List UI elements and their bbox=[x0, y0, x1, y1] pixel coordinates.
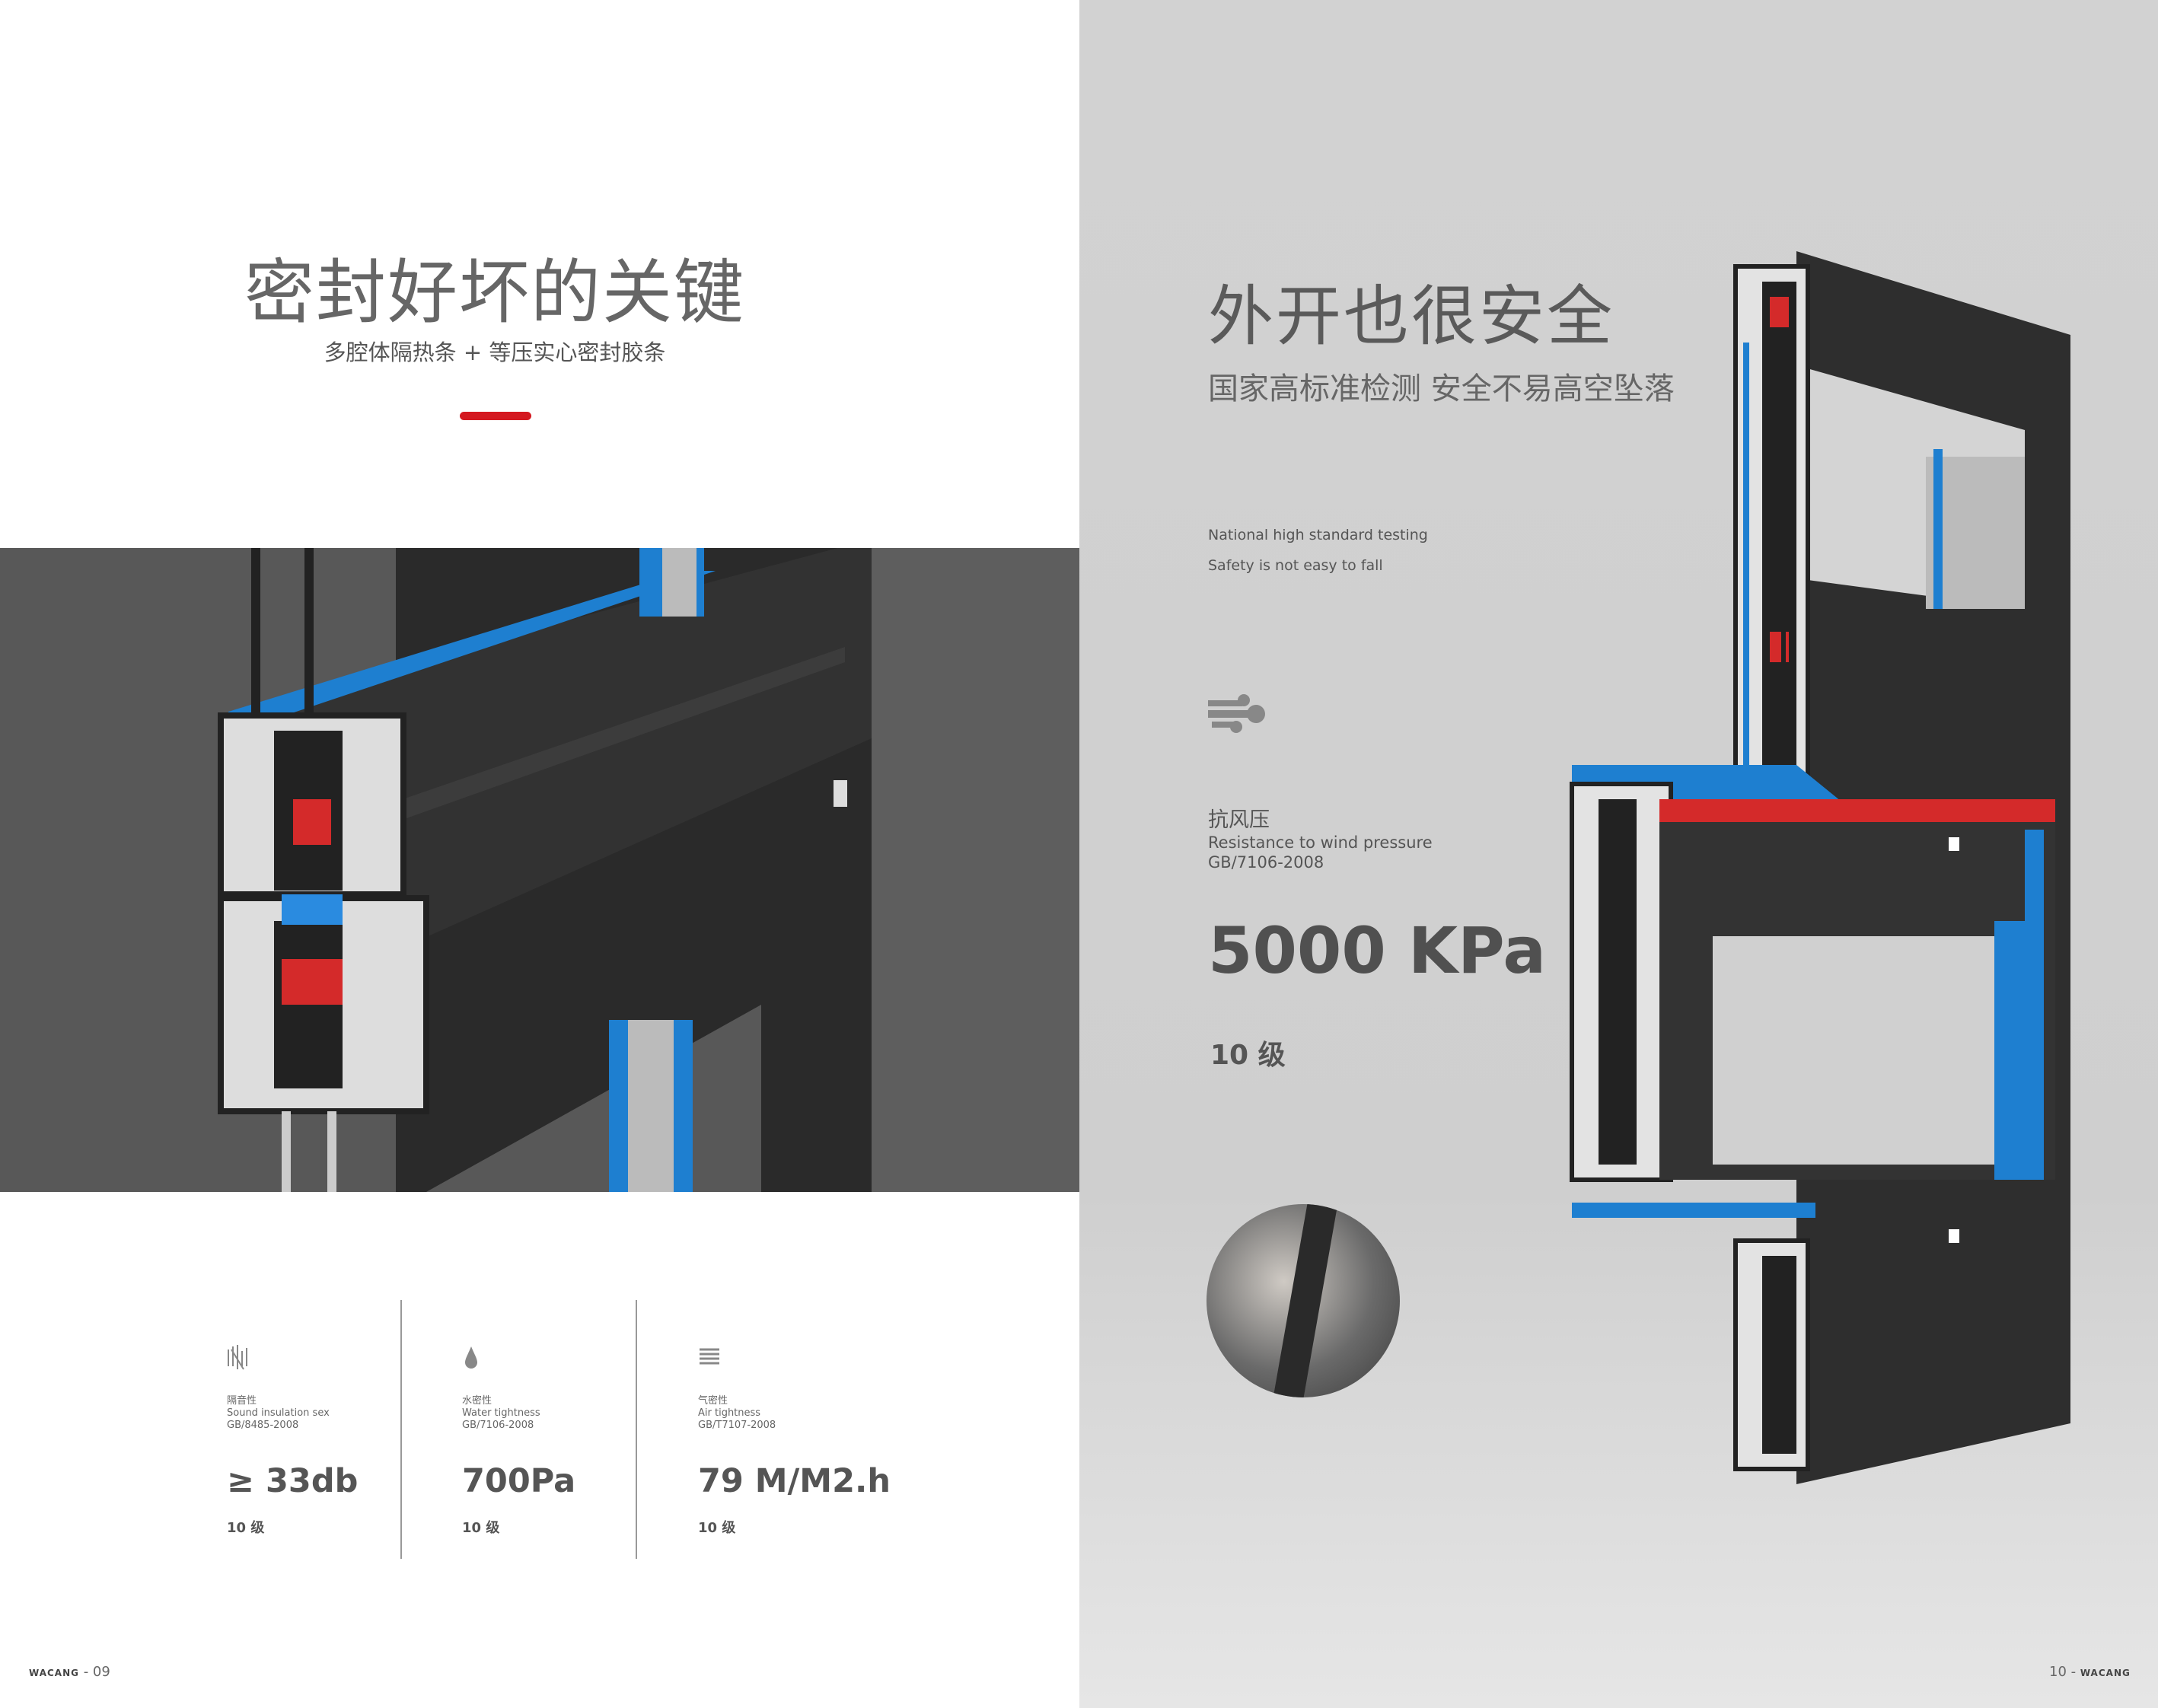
english-line-2: Safety is not easy to fall bbox=[1208, 557, 1383, 574]
page-footer-right: 10 - WACANG bbox=[2049, 1664, 2131, 1680]
wind-standard: GB/7106-2008 bbox=[1208, 853, 1324, 872]
sound-wave-icon bbox=[228, 1345, 247, 1370]
spec-label-en: Water tightness bbox=[462, 1407, 540, 1419]
profile-section-image bbox=[0, 548, 1079, 1192]
spec-grade: 10 级 bbox=[227, 1520, 265, 1536]
spec-value: ≥ 33db bbox=[227, 1462, 359, 1500]
page-number: 10 - bbox=[2049, 1664, 2077, 1680]
brand-logo: WACANG bbox=[29, 1668, 79, 1678]
spec-value: 79 M/M2.h bbox=[698, 1462, 891, 1500]
brand-logo: WACANG bbox=[2080, 1668, 2131, 1678]
page-title: 密封好坏的关键 bbox=[244, 252, 745, 333]
wind-label-cn: 抗风压 bbox=[1208, 808, 1270, 832]
spec-standard: GB/T7107-2008 bbox=[698, 1420, 776, 1431]
page-subtitle: 国家高标准检测 安全不易高空坠落 bbox=[1208, 371, 1675, 406]
air-lines-icon bbox=[700, 1348, 719, 1365]
spec-label-cn: 水密性 bbox=[462, 1395, 492, 1407]
spec-label-en: Air tightness bbox=[698, 1407, 761, 1419]
spec-label-cn: 气密性 bbox=[698, 1395, 728, 1407]
accent-bar bbox=[460, 412, 531, 420]
column-divider bbox=[400, 1300, 402, 1559]
page-title: 外开也很安全 bbox=[1208, 279, 1615, 355]
page-subtitle: 多腔体隔热条 + 等压实心密封胶条 bbox=[324, 339, 666, 365]
window-profile-illustration bbox=[218, 548, 1079, 1192]
hardware-detail-photo bbox=[1207, 1204, 1400, 1397]
spec-standard: GB/7106-2008 bbox=[462, 1420, 534, 1431]
column-divider bbox=[636, 1300, 637, 1559]
page-footer-left: WACANG - 09 bbox=[29, 1664, 110, 1680]
spec-value: 700Pa bbox=[462, 1462, 576, 1500]
wind-label-en: Resistance to wind pressure bbox=[1208, 833, 1433, 852]
wind-icon bbox=[1208, 694, 1265, 733]
spec-label-cn: 隔音性 bbox=[227, 1395, 257, 1407]
page-number: - 09 bbox=[83, 1664, 110, 1680]
wind-grade: 10 级 bbox=[1210, 1040, 1286, 1071]
water-drop-icon bbox=[465, 1346, 477, 1369]
spec-grade: 10 级 bbox=[462, 1520, 500, 1536]
wind-value: 5000 KPa bbox=[1208, 913, 1547, 988]
casement-window-illustration bbox=[1570, 251, 2070, 1484]
spec-grade: 10 级 bbox=[698, 1520, 736, 1536]
spec-standard: GB/8485-2008 bbox=[227, 1420, 299, 1431]
english-line-1: National high standard testing bbox=[1208, 527, 1428, 543]
spec-label-en: Sound insulation sex bbox=[227, 1407, 330, 1419]
